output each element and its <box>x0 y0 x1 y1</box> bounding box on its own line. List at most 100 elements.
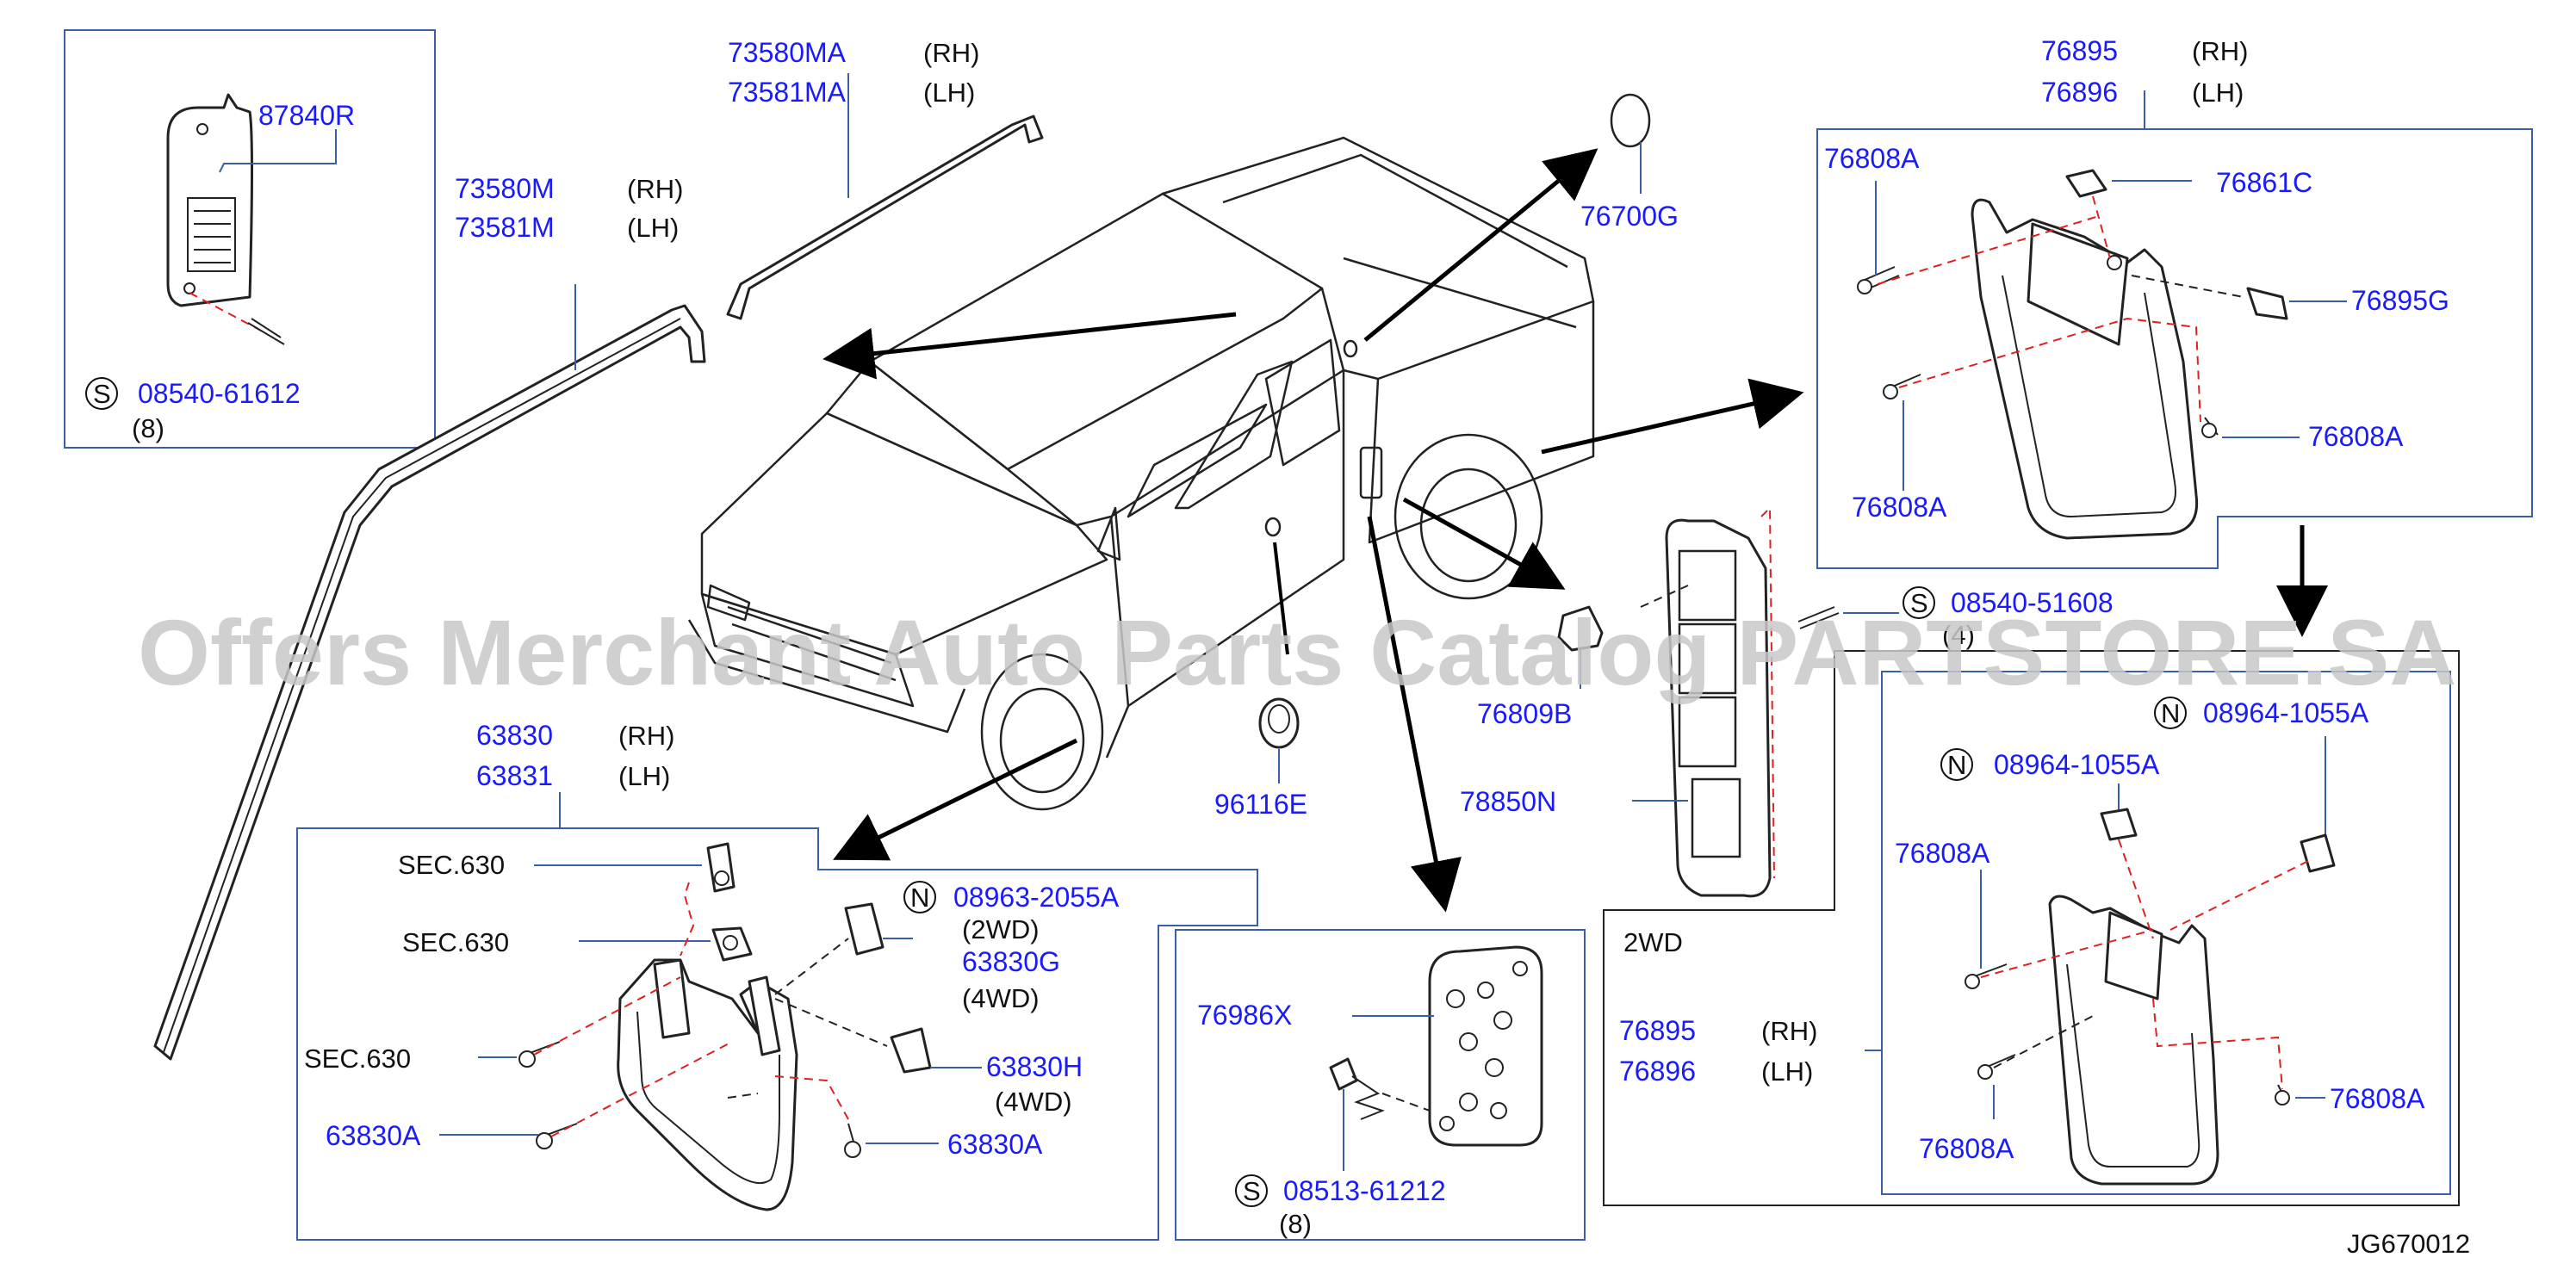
part-number-73581M[interactable]: 73581M <box>455 212 555 243</box>
roof-rail-m-icon <box>153 304 706 1061</box>
screw-icon <box>1984 1054 2016 1068</box>
watermark-text: Offers Merchant Auto Parts Catalog PARTS… <box>138 600 2456 704</box>
part-number-63831[interactable]: 63831 <box>476 760 553 791</box>
part-number-87840R[interactable]: 87840R <box>258 100 355 131</box>
quantity-3: (8) <box>1279 1209 1312 1239</box>
part-number-63830A-1[interactable]: 63830A <box>326 1120 421 1151</box>
n-symbol-1: N <box>2161 698 2180 728</box>
fuel-door-icon <box>1428 945 1543 1147</box>
roof-rail-ma-icon <box>726 115 1044 320</box>
part-number-76808A-2wd3[interactable]: 76808A <box>1919 1133 2014 1164</box>
push-clip-icon <box>890 1027 932 1074</box>
part-number-08963-2055A[interactable]: 08963-2055A <box>953 882 1120 913</box>
side-rh-4: (RH) <box>1761 1016 1817 1046</box>
part-number-73580M[interactable]: 73580M <box>455 173 555 204</box>
arrow-to-rear-flap <box>1541 378 1804 455</box>
side-lh-5: (LH) <box>618 761 670 791</box>
part-number-76808A-rr2[interactable]: 76808A <box>2308 421 2404 452</box>
screw-icon <box>1971 963 2008 978</box>
part-number-76809B[interactable]: 76809B <box>1477 698 1572 729</box>
clip-nut-icon <box>2100 808 2138 841</box>
part-number-76895-2wd[interactable]: 76895 <box>1619 1015 1696 1046</box>
fuel-door-box: 76986X S 08513-61212 (8) <box>1175 929 1586 1241</box>
clip-nut-icon <box>2065 169 2107 198</box>
rear-mud-flap-box: 76895 (RH) 76896 (LH) 76808A 76861C <box>1816 35 2533 569</box>
part-number-76808A-rr1[interactable]: 76808A <box>1824 143 1920 174</box>
part-number-76986X[interactable]: 76986X <box>1197 1000 1292 1031</box>
mud-flap-icon <box>2048 895 2219 1186</box>
hinge-bracket-icon <box>2104 911 2163 1000</box>
part-number-63830[interactable]: 63830 <box>476 720 553 751</box>
part-number-76700G[interactable]: 76700G <box>1580 201 1679 232</box>
s-symbol-1: S <box>93 379 111 409</box>
arrow-to-fuel-door <box>1367 516 1462 913</box>
hinge-bracket-icon <box>2027 222 2129 346</box>
part-number-08964-1055A-1[interactable]: 08964-1055A <box>2203 697 2369 728</box>
quantity-1: (8) <box>132 413 164 443</box>
screw-icon <box>1890 374 1921 388</box>
part-number-63830H[interactable]: 63830H <box>986 1051 1083 1082</box>
assist-grip-cover-icon <box>166 93 253 307</box>
part-number-76896-2wd[interactable]: 76896 <box>1619 1056 1696 1087</box>
2wd-mud-flap-box: 2WD S 08540-51608 (4) N 08964-1055A N 08… <box>1603 586 2460 1206</box>
quantity-2: (4) <box>1942 620 1975 650</box>
part-number-76895G[interactable]: 76895G <box>2351 285 2449 316</box>
side-rh-1: (RH) <box>923 38 979 68</box>
variant-4wd-2: (4WD) <box>995 1087 1072 1117</box>
clip-nut-icon <box>2300 833 2336 873</box>
push-clip-icon <box>2246 287 2288 320</box>
part-number-08513-61212[interactable]: 08513-61212 <box>1283 1175 1446 1206</box>
2wd-label: 2WD <box>1623 927 1683 957</box>
clip-nut-icon <box>844 902 885 956</box>
screw-icon <box>1797 606 1840 629</box>
lamp-panel-icon <box>1665 518 1772 898</box>
sec-630-label-1: SEC.630 <box>398 850 505 880</box>
arrow-to-front-flap <box>833 738 1078 861</box>
n-symbol-circle <box>2154 697 2187 729</box>
side-lh-1: (LH) <box>923 77 975 108</box>
part-number-76808A-2wd2[interactable]: 76808A <box>2330 1083 2425 1114</box>
side-lh-3: (LH) <box>2192 77 2244 108</box>
n-symbol-circle <box>903 881 936 914</box>
variant-4wd-1: (4WD) <box>962 983 1040 1013</box>
roof-rails: 73580MA (RH) 73581MA (LH) 73580M (RH) 73… <box>153 37 1044 1061</box>
front-mud-flap-box: 63830 (RH) 63831 (LH) SEC.630 SEC.630 SE… <box>296 720 1258 1241</box>
n-symbol-circle <box>1940 748 1973 781</box>
hinge-bracket-icon <box>748 975 781 1056</box>
part-number-76896-rear[interactable]: 76896 <box>2041 77 2118 108</box>
grommet-icon <box>1258 697 1300 749</box>
side-lh-2: (LH) <box>627 213 679 243</box>
variant-2wd: (2WD) <box>962 914 1040 944</box>
part-number-08540-51608[interactable]: 08540-51608 <box>1951 587 2114 618</box>
part-number-78850N[interactable]: 78850N <box>1460 786 1556 817</box>
part-number-73581MA[interactable]: 73581MA <box>728 77 847 108</box>
part-number-08540-61612[interactable]: 08540-61612 <box>138 378 301 409</box>
assist-grip-box: 87840R S 08540-61612 (8) <box>64 29 436 449</box>
plug-76700G: 76700G <box>1580 93 1679 232</box>
part-number-63830G[interactable]: 63830G <box>962 946 1060 977</box>
sec-630-label-3: SEC.630 <box>304 1044 411 1074</box>
arrow-to-roof-rail <box>822 312 1237 380</box>
screw-icon <box>247 318 285 345</box>
sec-630-label-2: SEC.630 <box>402 927 509 957</box>
part-number-96116E[interactable]: 96116E <box>1214 789 1307 820</box>
pickup-truck-illustration <box>687 136 1595 811</box>
side-rh-5: (RH) <box>618 721 674 751</box>
part-number-73580MA[interactable]: 73580MA <box>728 37 847 68</box>
part-number-76861C[interactable]: 76861C <box>2216 167 2312 198</box>
side-rh-3: (RH) <box>2192 36 2248 66</box>
screw-icon <box>1329 1057 1358 1091</box>
part-number-76808A-2wd1[interactable]: 76808A <box>1895 838 1990 869</box>
part-number-08964-1055A-2[interactable]: 08964-1055A <box>1994 749 2160 780</box>
clip-icon <box>1557 605 1604 652</box>
part-number-63830A-2[interactable]: 63830A <box>947 1129 1043 1160</box>
arrow-to-76700G <box>1363 148 1598 342</box>
s-symbol-circle <box>1235 1174 1268 1207</box>
s-symbol-3: S <box>1243 1176 1261 1206</box>
part-number-76808A-rr3[interactable]: 76808A <box>1852 492 1947 523</box>
n-symbol-2: N <box>1947 750 1966 780</box>
plug-icon <box>1610 93 1651 148</box>
callout-arrows <box>822 148 2328 913</box>
part-number-76895-rear[interactable]: 76895 <box>2041 35 2118 66</box>
